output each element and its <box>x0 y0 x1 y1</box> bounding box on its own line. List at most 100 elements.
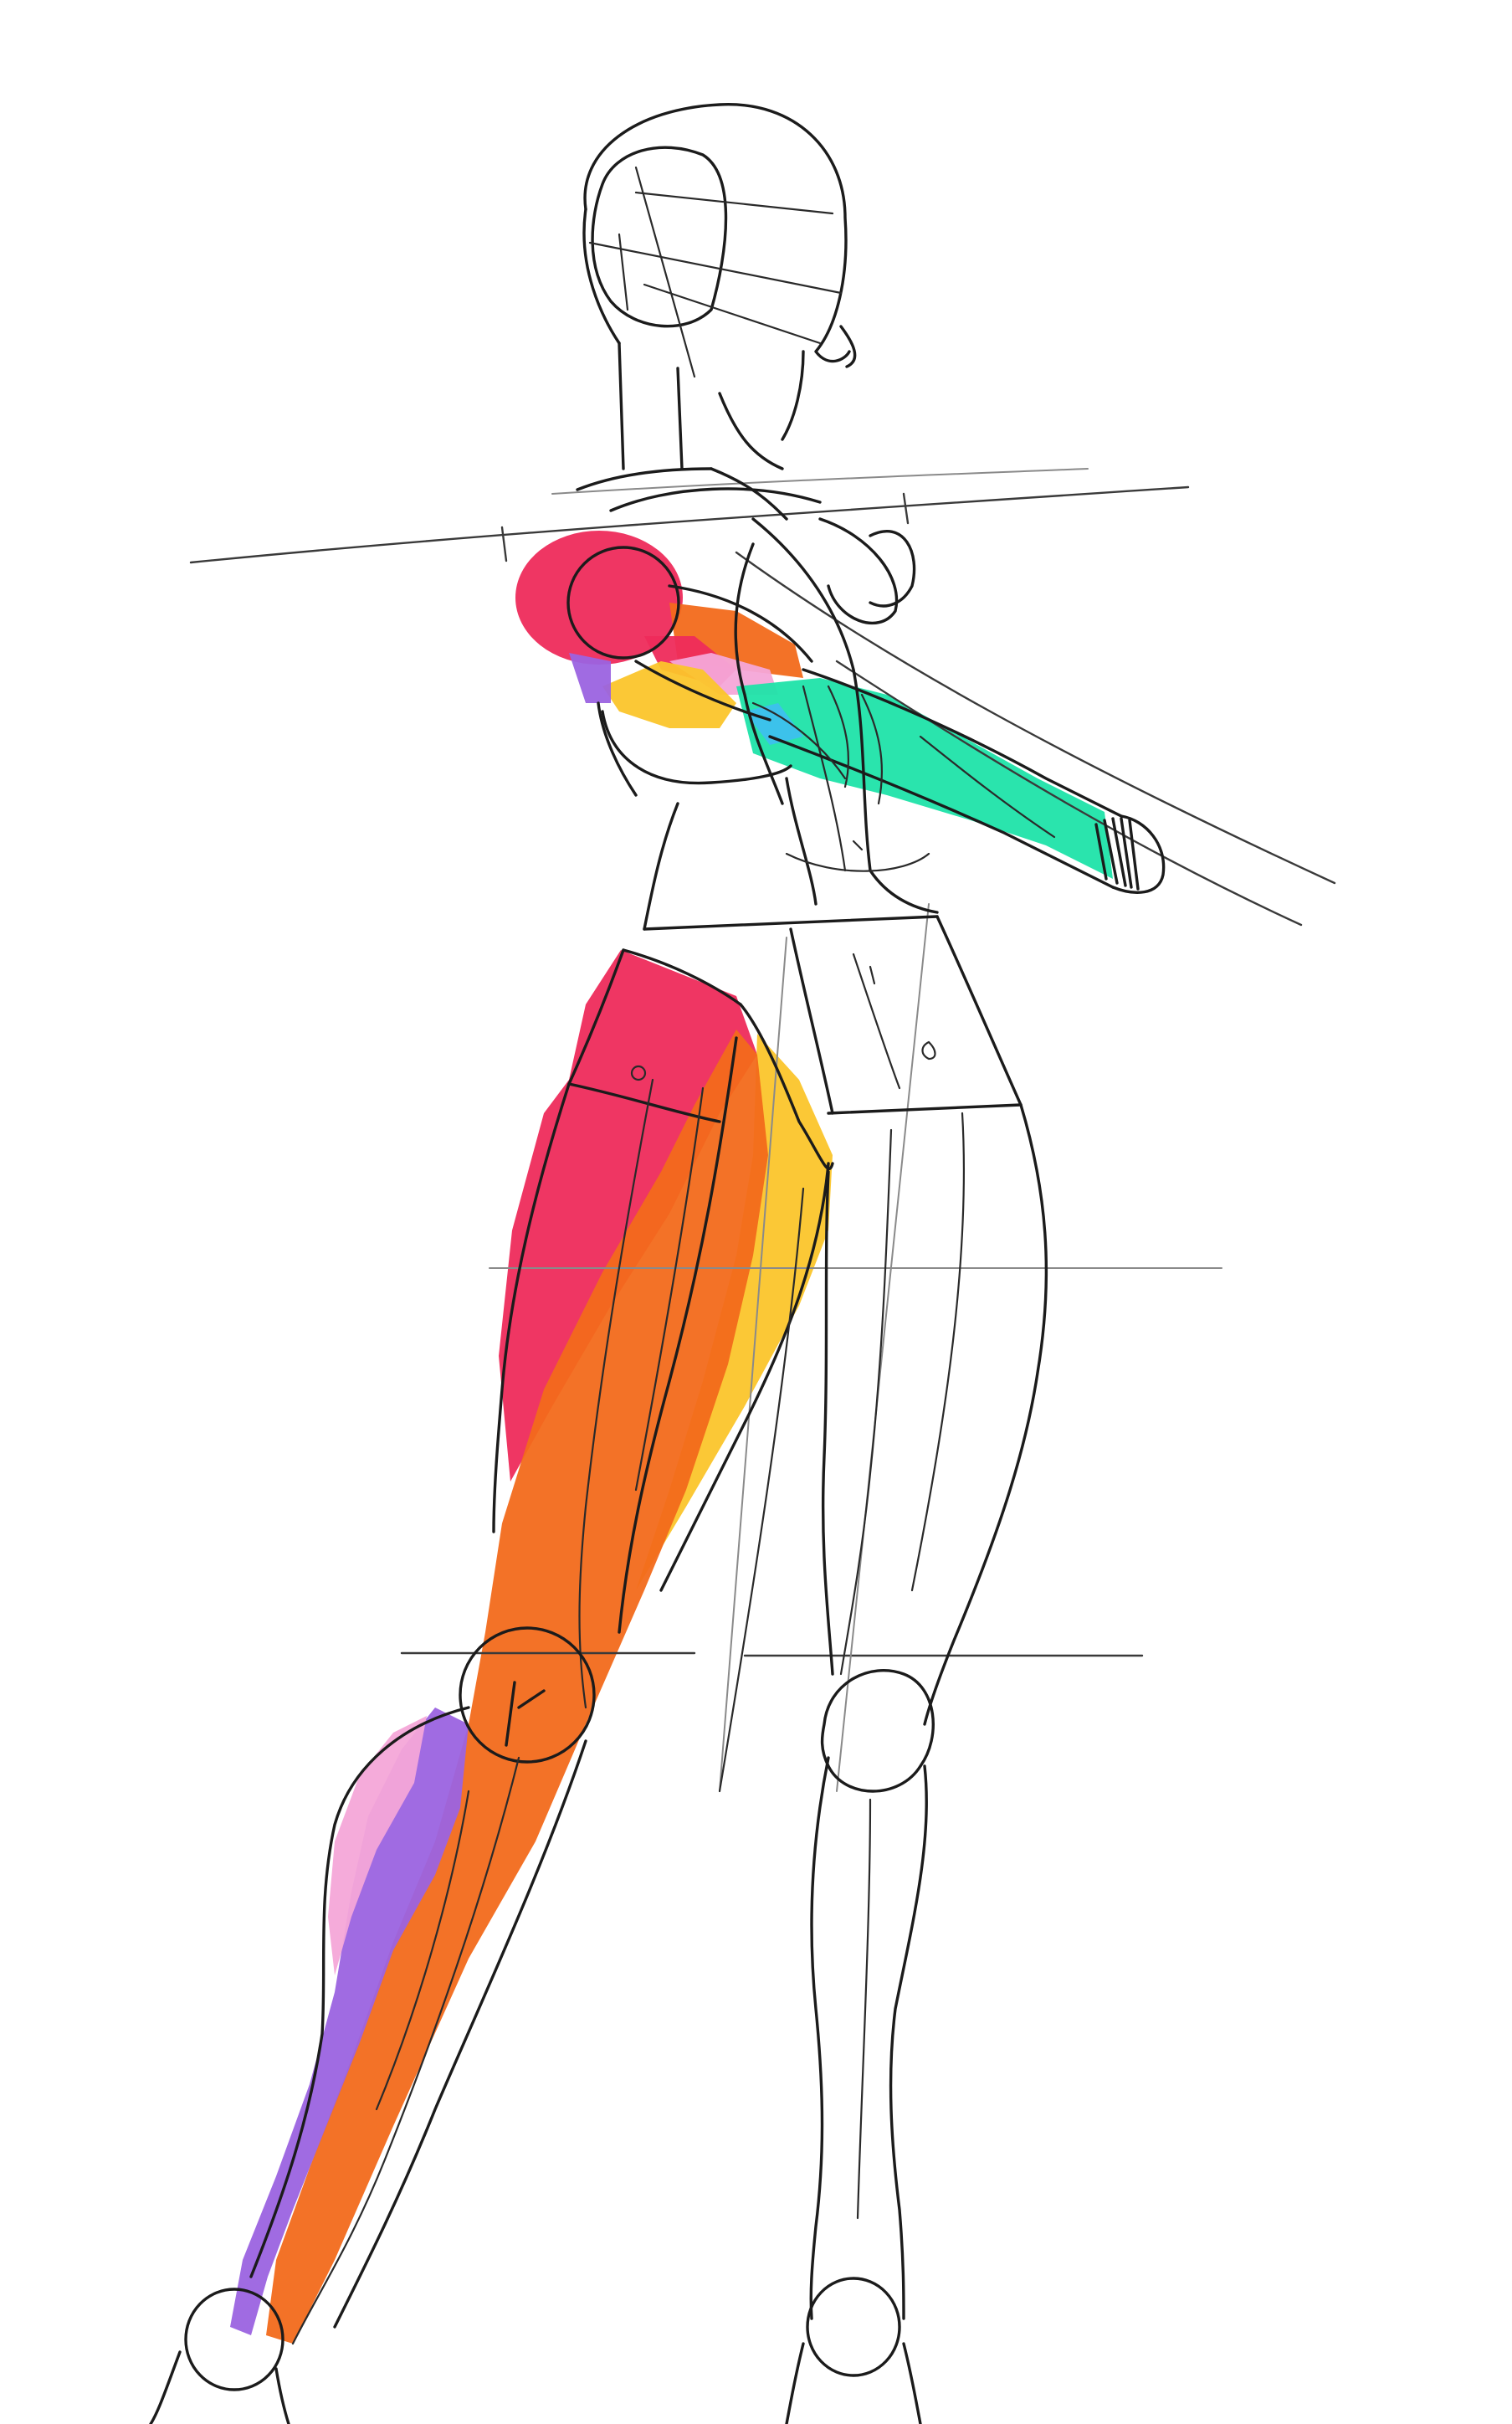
pelvis-mark <box>921 1040 936 1060</box>
pelvis-inner-line <box>852 953 901 1090</box>
arm-direction-line-2 <box>835 660 1303 927</box>
shoulder-pink-fill <box>515 531 683 665</box>
armpit-purple-fill <box>569 653 611 703</box>
back-leg-guide <box>718 1187 805 1793</box>
shin-inner-line <box>375 1790 470 2111</box>
forearm-teal-fill <box>736 678 1113 879</box>
back-thigh-center-2 <box>839 1128 893 1676</box>
waist-center <box>785 777 818 906</box>
forearm-hatching-2 <box>860 693 884 805</box>
thigh-center-line <box>578 1078 654 1709</box>
shin-center-line <box>291 1756 520 2345</box>
back-shin-center <box>856 1798 872 2220</box>
waist-right <box>869 869 939 914</box>
waist-left <box>643 802 679 931</box>
thigh-box-front <box>739 1003 834 1171</box>
head-back-line <box>582 208 621 345</box>
color-fills <box>230 531 1113 2344</box>
collar-left <box>576 467 713 491</box>
forearm-bottom <box>768 735 1115 889</box>
neck-back <box>718 392 784 470</box>
forearm-hatching-4 <box>919 735 1056 839</box>
knee-mark <box>505 1681 546 1747</box>
center-line-2 <box>719 937 787 1792</box>
thigh-front-line <box>659 1162 830 1592</box>
face-plane-line-2 <box>634 191 834 215</box>
forearm-blue-fill <box>745 703 803 745</box>
ribcage-bottom <box>601 710 792 785</box>
back-thigh-center <box>910 1112 966 1592</box>
forearm-hatching-1 <box>827 685 850 788</box>
guide-lines <box>189 468 1336 1792</box>
pelvis-center <box>789 927 834 1115</box>
torso-construction <box>576 342 1023 1115</box>
breast-curve <box>869 530 916 608</box>
forearm-hatching-3 <box>751 701 847 780</box>
back-foot-line-2 <box>902 2342 922 2424</box>
wrist-ellipse <box>1111 814 1166 894</box>
shin-front-line <box>333 1739 587 2329</box>
neck-right <box>676 367 684 470</box>
back-foot-line <box>785 2342 805 2424</box>
center-line <box>836 903 930 1792</box>
sternum-line <box>802 685 847 872</box>
cranium-circle <box>591 146 728 328</box>
front-knee-circle <box>459 1626 596 1764</box>
back-thigh-inner <box>821 1170 834 1676</box>
shoulder-joint-circle <box>566 546 680 660</box>
pelvis-top <box>643 915 939 931</box>
ribcage-back <box>597 701 638 797</box>
shoulder-guide-line <box>189 485 1190 564</box>
back-ankle-ellipse <box>806 2277 901 2377</box>
back-shin-inner <box>809 1756 830 2320</box>
thigh-box-bottom <box>567 1082 721 1123</box>
thigh-box-top <box>622 948 742 1006</box>
back-knee-circle <box>820 1669 935 1793</box>
head-outline <box>583 103 851 363</box>
ribcage-front <box>751 517 872 872</box>
abdomen-mark <box>852 840 864 851</box>
shoulder-tick-right <box>902 492 910 525</box>
nose-line <box>839 325 857 368</box>
forearm-top <box>802 668 1123 818</box>
thigh-inner-line <box>618 1036 738 1634</box>
head-vertical-line <box>634 166 696 378</box>
head-vertical-line-2 <box>618 233 629 311</box>
ribcage-top <box>609 487 822 512</box>
thigh-box-left <box>567 948 625 1086</box>
back-thigh-outer <box>923 1103 1048 1726</box>
front-foot-line <box>149 2350 182 2424</box>
arm-construction <box>566 546 1166 894</box>
back-shin-outer <box>889 1764 928 2320</box>
hip-mark <box>630 1065 647 1081</box>
front-leg-construction <box>149 948 834 2424</box>
wrist-hatching <box>1094 817 1140 891</box>
front-ankle-ellipse <box>184 2288 284 2391</box>
upperarm-light-pink-fill <box>669 653 778 695</box>
arm-direction-line <box>735 551 1336 885</box>
face-plane-line-3 <box>643 283 822 345</box>
shoulder-guide-line-2 <box>551 468 1089 495</box>
shoulder-tick-left <box>500 526 508 562</box>
upperarm-top <box>668 584 813 663</box>
pelvis-bottom <box>827 1103 1023 1115</box>
calf-purple-fill <box>230 1708 469 2335</box>
navel-mark <box>869 965 876 985</box>
chest-yellow-fill <box>602 661 736 728</box>
ribcage-side <box>734 542 784 805</box>
thigh-center-line-2 <box>634 1086 705 1492</box>
front-foot-line-2 <box>274 2367 290 2424</box>
neck-left <box>618 342 625 470</box>
calf-light-pink-fill <box>328 1716 427 1975</box>
face-plane-line-1 <box>588 241 843 295</box>
calf-back-line <box>249 1706 470 2278</box>
belly-curve <box>785 852 930 872</box>
chest-line <box>818 517 899 625</box>
leg-orange-fill <box>266 1030 768 2344</box>
collar-right <box>710 467 788 521</box>
back-leg-construction <box>718 1103 1048 2424</box>
head-construction <box>582 103 857 441</box>
pelvis-right-side <box>935 915 1023 1107</box>
